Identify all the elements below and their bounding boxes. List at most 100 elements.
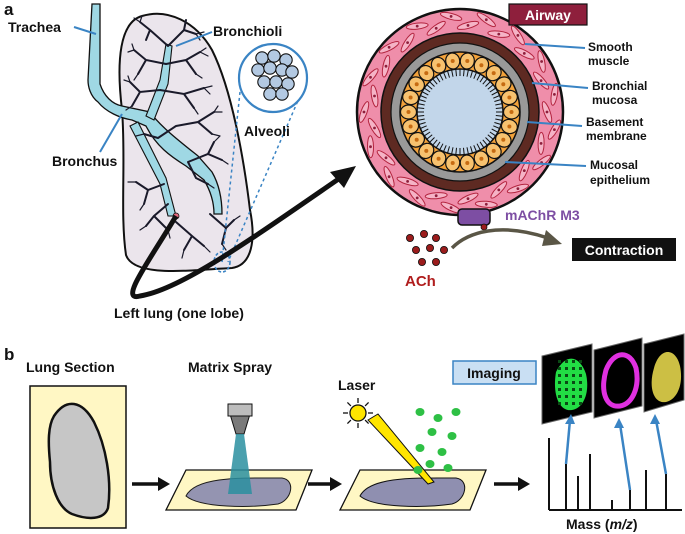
ion-pixel — [558, 388, 561, 391]
basement-membrane-leader — [526, 121, 583, 127]
cilium — [476, 73, 481, 81]
ion-dot — [447, 432, 457, 440]
ach-molecule — [425, 243, 434, 252]
airway-badge — [508, 3, 588, 26]
muscle-nucleus — [449, 15, 453, 18]
cilium — [495, 103, 503, 106]
arrow-2-head — [330, 477, 342, 491]
cilium — [495, 118, 503, 121]
peak-to-green-image-arrow — [565, 414, 575, 424]
cilium — [495, 115, 503, 117]
cilium — [489, 131, 497, 137]
airway-title: Airway — [525, 7, 571, 23]
ion-dot — [425, 460, 435, 468]
cilium — [482, 139, 488, 146]
airway-layer-labels: Smooth muscle Bronchial mucosa Basement … — [504, 40, 650, 187]
left-lung-label: Left lung (one lobe) — [114, 305, 244, 321]
ion-pixel — [579, 360, 582, 363]
magnifier-line-left — [221, 91, 241, 263]
cilium — [495, 107, 503, 109]
imaging-badge — [452, 360, 537, 385]
cilium — [463, 69, 465, 77]
smooth-muscle-label-1: Smooth — [588, 40, 633, 54]
sun-ray — [346, 419, 352, 425]
matrix-spray-cone — [228, 434, 252, 494]
bronchioli-tree — [123, 15, 241, 259]
peak-to-magenta-image-arrow — [614, 418, 624, 428]
cilium — [439, 143, 444, 151]
cilium — [423, 131, 431, 137]
ion-pixel — [579, 395, 582, 398]
ion-pixel — [572, 402, 575, 405]
laser-tissue — [359, 477, 466, 507]
epithelial-nucleus — [450, 59, 455, 63]
alveolus — [275, 87, 289, 101]
muscle-nucleus — [466, 24, 470, 27]
alveoli-cluster — [251, 49, 299, 101]
panel-b-letter: b — [4, 345, 14, 364]
cilium — [493, 125, 500, 129]
cilium — [429, 137, 435, 143]
alveoli-inset — [213, 42, 309, 273]
cilium — [466, 147, 469, 155]
magnifier-line-right — [227, 95, 301, 263]
epithelial-nucleus — [479, 156, 484, 161]
panel-a-letter: a — [4, 0, 14, 19]
desorbed-ions — [413, 408, 461, 474]
bronchus-branch-lower — [129, 121, 177, 217]
mass-axis-mz: m/z — [610, 516, 633, 532]
cilium — [447, 70, 450, 78]
cilium — [451, 147, 454, 155]
muscle-nucleus — [540, 60, 543, 63]
imaging-label: Imaging — [467, 365, 521, 381]
ion-pixel — [565, 360, 568, 363]
bound-ach-molecule — [480, 223, 488, 231]
laser-sun-icon — [343, 398, 373, 428]
peak-to-yellow-image-line — [654, 419, 668, 475]
alveolus — [285, 65, 299, 79]
mucosal-epithelium-leader — [504, 161, 587, 167]
ion-pixel — [579, 402, 582, 405]
cilium — [489, 87, 497, 93]
ion-pixel — [558, 381, 561, 384]
lung-section-tissue — [47, 402, 111, 520]
bronchioli-leader-line — [175, 31, 213, 47]
ion-dot — [415, 444, 425, 452]
cilium — [417, 103, 425, 106]
muscle-nucleus — [362, 110, 366, 114]
cilium — [476, 143, 481, 151]
cilium — [463, 147, 465, 155]
ion-pixel — [572, 395, 575, 398]
cilium — [487, 134, 494, 140]
alveolus — [251, 63, 265, 77]
left-lung-illustration — [87, 3, 254, 272]
cilium — [491, 91, 499, 96]
cilium — [443, 72, 447, 79]
contraction-arrowhead — [542, 230, 562, 246]
epithelial-nucleus — [507, 124, 512, 129]
ach-molecule — [431, 233, 440, 242]
cilium — [494, 122, 502, 125]
muscle-nucleus — [484, 202, 488, 206]
mass-axis-prefix: Mass ( — [566, 516, 610, 532]
cilium — [418, 122, 426, 125]
mucosal-epithelium-label-2: epithelium — [590, 173, 650, 187]
ach-molecule — [417, 257, 426, 266]
sun-ray — [364, 401, 370, 407]
contraction-arrow — [450, 228, 549, 250]
muscle-nucleus — [434, 26, 438, 30]
peak-to-green-image-line — [564, 419, 572, 465]
sun-ray — [364, 419, 370, 425]
cilium — [435, 141, 441, 149]
muscle-nucleus — [466, 197, 470, 201]
epithelial-nucleus — [465, 59, 470, 63]
workflow-arrows — [132, 477, 530, 491]
cilium — [473, 145, 477, 152]
epithelial-nucleus — [507, 95, 512, 100]
ach-molecule — [419, 229, 428, 238]
ion-images — [541, 333, 685, 425]
ion-dot — [413, 466, 423, 474]
magnified-region-marker — [213, 251, 231, 273]
ion-pixel — [558, 374, 561, 377]
muscle-nucleus — [373, 94, 376, 98]
